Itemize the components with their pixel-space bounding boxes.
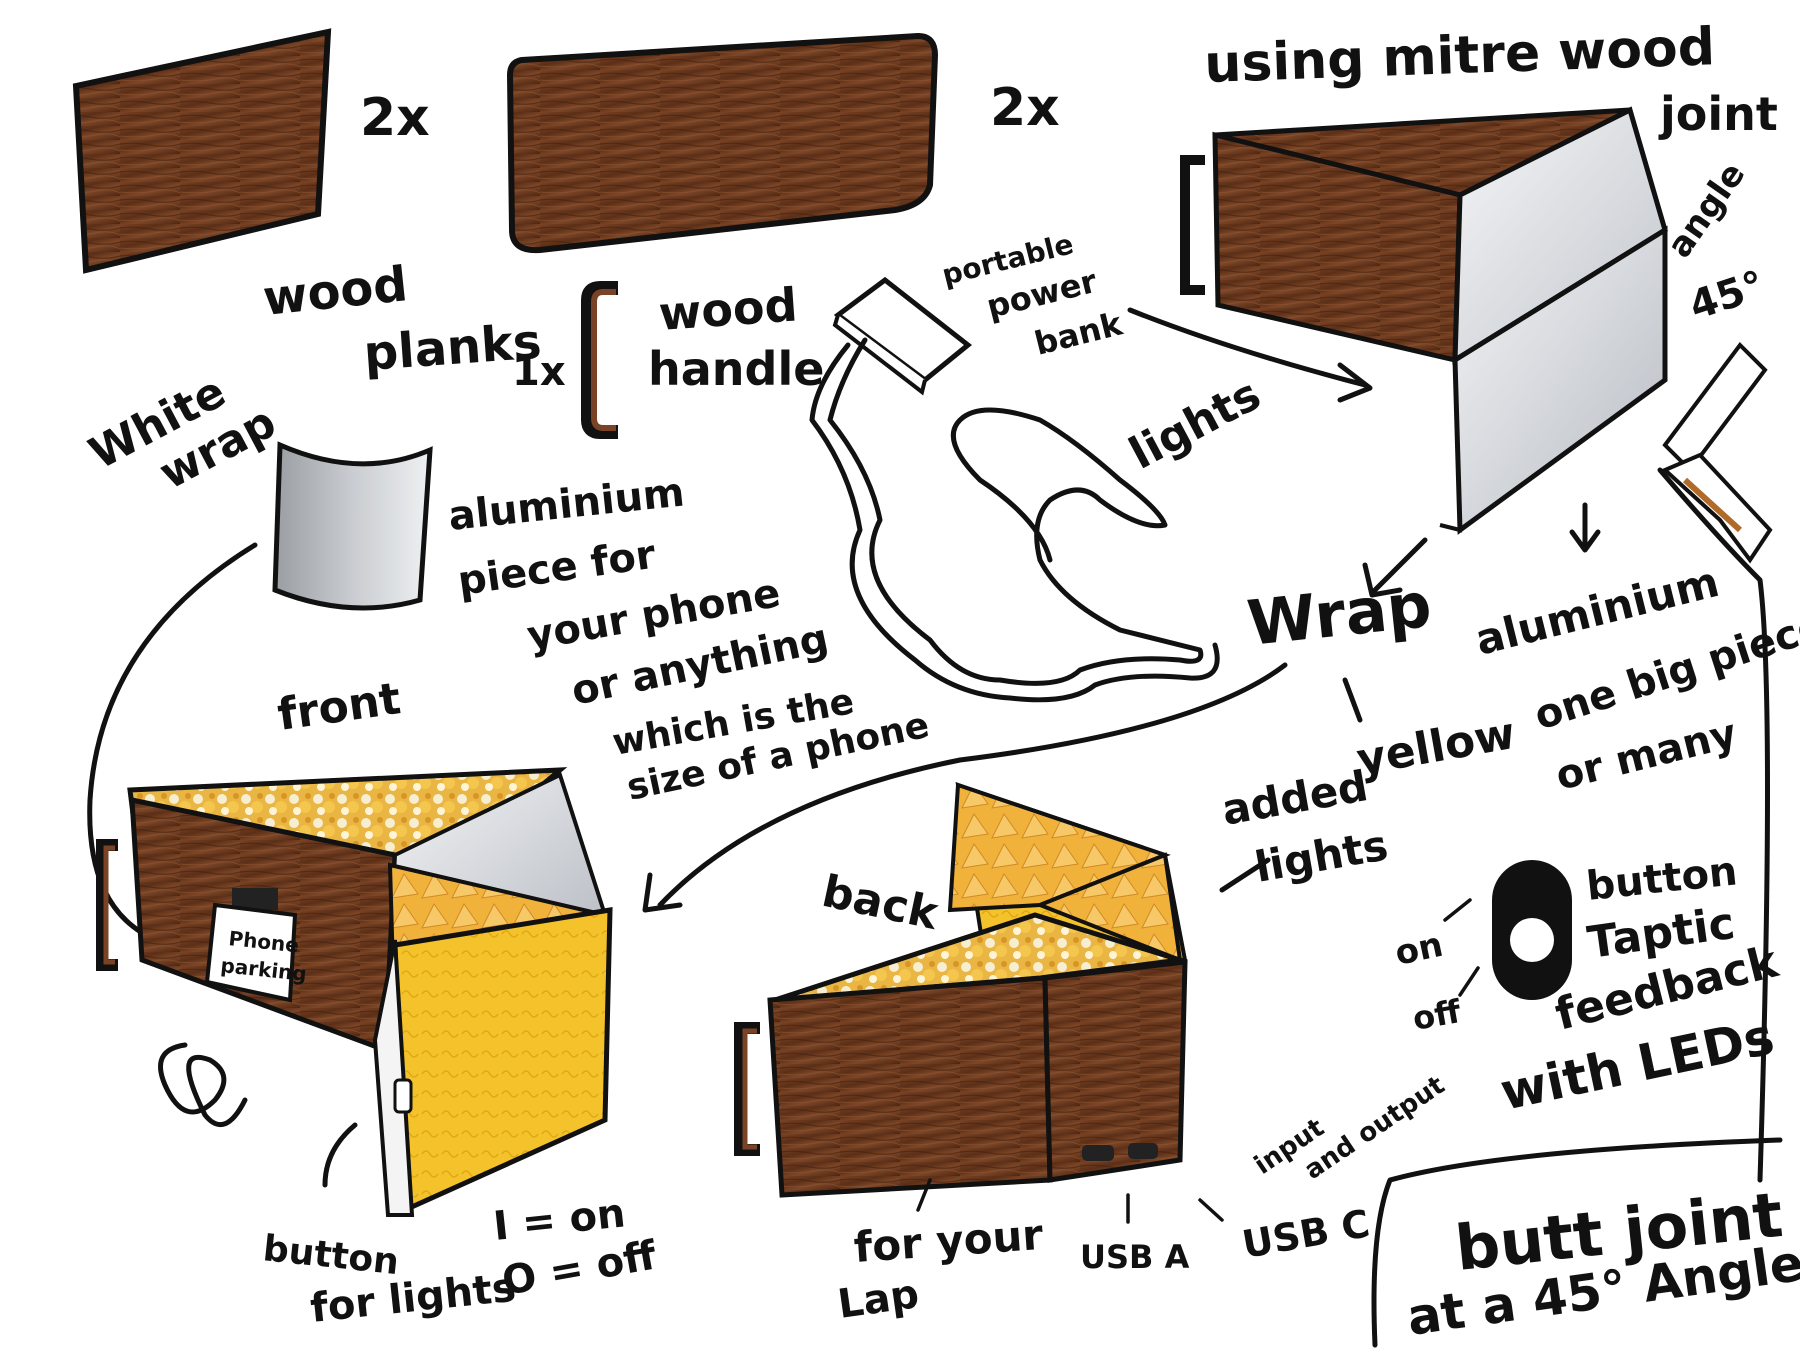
- large-wood-plank: [506, 32, 939, 254]
- butt-joint-label: butt joint at a 45° Angle: [1404, 1178, 1800, 1347]
- back-box: [734, 782, 1188, 1198]
- toggle-switch-icon: [1492, 860, 1572, 1000]
- svg-text:for your: for your: [852, 1210, 1045, 1272]
- svg-text:Lap: Lap: [835, 1271, 922, 1328]
- qty-handle: 1x: [512, 349, 566, 395]
- arrow-head: [1362, 562, 1403, 598]
- wood-handle: [581, 281, 618, 439]
- qty-large-plank: 2x: [990, 78, 1060, 138]
- wrap-label: Wrap: [1244, 568, 1435, 660]
- front-label: front: [274, 673, 403, 741]
- lights-switch-icon: [393, 1078, 413, 1114]
- svg-text:planks: planks: [362, 314, 543, 382]
- arrow-butt-joint: [1657, 467, 1770, 1183]
- svg-text:button: button: [261, 1228, 401, 1283]
- usb-c-label: USB C: [1239, 1201, 1373, 1267]
- switch-states-label: I = on O = off: [491, 1190, 660, 1304]
- arrow-usb-c: [1198, 1198, 1224, 1222]
- front-box: [96, 767, 613, 1217]
- power-bank: [832, 276, 973, 396]
- off-label: off: [1410, 992, 1465, 1038]
- arrow-wrap-to-front: [87, 542, 258, 948]
- svg-text:with LEDs: with LEDs: [1495, 1007, 1779, 1121]
- arrow-head: [1569, 529, 1601, 553]
- added-lights-label: added lights: [1218, 761, 1391, 892]
- wood-handle-label: wood handle: [648, 277, 824, 396]
- angle-label: angle 45°: [1660, 155, 1770, 329]
- arrow-off: [1458, 966, 1480, 997]
- arrow-on: [1443, 898, 1472, 922]
- mitre-box: [1180, 106, 1668, 535]
- white-wrap-label: White wrap: [81, 366, 284, 499]
- for-your-lap-label: for your Lap: [835, 1210, 1045, 1328]
- ribbon-doodle: [158, 1042, 248, 1127]
- svg-text:using mitre wood: using mitre wood: [1203, 17, 1716, 95]
- butt-joint-bracket: [1371, 1137, 1783, 1348]
- back-label: back: [818, 866, 944, 940]
- usb-c-port: [1128, 1143, 1158, 1159]
- small-wood-plank: [72, 28, 332, 274]
- svg-text:piece for: piece for: [455, 532, 659, 605]
- usb-a-port: [1082, 1145, 1114, 1161]
- lights-label: lights: [1121, 369, 1269, 480]
- wood-planks-label: wood planks: [260, 256, 543, 382]
- aluminium-piece: [272, 441, 433, 611]
- svg-text:angle: angle: [1660, 155, 1754, 265]
- arrow-lap: [916, 1178, 932, 1212]
- svg-text:wood: wood: [657, 277, 799, 341]
- aluminium-pieces-label: aluminium one big piece or many: [1471, 557, 1800, 800]
- svg-text:wood: wood: [260, 256, 410, 327]
- svg-text:45°: 45°: [1684, 262, 1770, 329]
- arrow-added-lights: [1219, 857, 1271, 893]
- arrow-button: [322, 1122, 358, 1188]
- butt-joint-detail: [1661, 341, 1773, 564]
- svg-text:bank: bank: [1031, 304, 1127, 362]
- arrow-head: [642, 872, 683, 913]
- on-label: on: [1392, 925, 1447, 974]
- arrow-wrap: [1372, 537, 1428, 593]
- button-lights-label: button for lights: [261, 1228, 518, 1332]
- svg-text:joint: joint: [1658, 87, 1778, 141]
- svg-text:handle: handle: [648, 342, 824, 396]
- svg-text:added: added: [1218, 761, 1371, 835]
- cable-drawing: [809, 337, 1220, 703]
- qty-small-plank: 2x: [360, 88, 430, 148]
- svg-text:lights: lights: [1251, 820, 1391, 891]
- arrow-head: [1337, 362, 1373, 403]
- phone-parking-sign: Phone parking: [204, 888, 308, 1003]
- arrow-wrap-to-front-box: [657, 662, 1288, 908]
- input-output-label: input and output: [1249, 1070, 1450, 1186]
- arrow-lights: [1127, 307, 1368, 388]
- usb-a-label: USB A: [1080, 1238, 1190, 1276]
- svg-text:aluminium: aluminium: [446, 469, 686, 540]
- arrow-yellow: [1342, 677, 1363, 723]
- yellow-label: yellow: [1353, 708, 1519, 786]
